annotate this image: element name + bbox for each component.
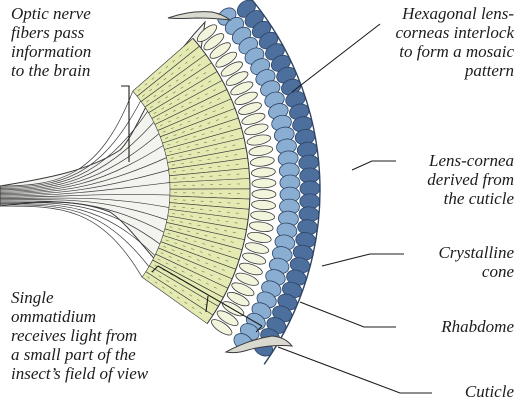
hexagonal-label-line-2: corneas interlock xyxy=(396,23,515,42)
optic-nerve-label-line-3: information xyxy=(11,42,91,61)
crystalline-cone-cell xyxy=(252,178,276,188)
ommatidium-label-line-1: Single xyxy=(11,288,148,307)
lens-cornea-label-line-2: derived from xyxy=(427,170,514,189)
optic-nerve-label: Optic nerve fibers pass information to t… xyxy=(11,4,91,80)
ommatidium-label-line-5: insect’s field of view xyxy=(11,364,148,383)
crystalline-cone-cell xyxy=(251,200,276,211)
crystalline-cone-cell xyxy=(248,144,273,157)
crystalline-cone-label-line-1: Crystalline xyxy=(438,243,514,262)
ommatidium-label: Single ommatidium receives light from a … xyxy=(11,288,148,383)
crystalline-cone-cell xyxy=(251,167,276,178)
lens-cornea-label: Lens-cornea derived from the cuticle xyxy=(427,151,514,208)
cuticle-label: Cuticle xyxy=(465,382,514,401)
ommatidium-label-line-2: ommatidium xyxy=(11,307,148,326)
rhabdome-label: Rhabdome xyxy=(441,317,514,336)
leader-lens-cornea xyxy=(352,161,396,170)
ommatidium-label-line-4: a small part of the xyxy=(11,345,148,364)
crystalline-cone-label: Crystalline cone xyxy=(438,243,514,281)
crystalline-cone-cell xyxy=(249,220,274,233)
crystalline-cone-cell xyxy=(250,210,275,222)
leader-hexagonal xyxy=(292,24,380,92)
hexagonal-label-line-3: to form a mosaic xyxy=(396,42,515,61)
leader-crystalline-cone xyxy=(322,254,404,266)
hexagonal-lens-label: Hexagonal lens- corneas interlock to for… xyxy=(396,4,515,80)
lens-cornea-label-line-3: the cuticle xyxy=(427,189,514,208)
hexagonal-label-line-4: pattern xyxy=(396,61,515,80)
crystalline-cone-label-line-2: cone xyxy=(438,262,514,281)
cuticle-label-line-1: Cuticle xyxy=(465,382,514,401)
lens-cornea-label-line-1: Lens-cornea xyxy=(427,151,514,170)
crystalline-cone-cell xyxy=(250,156,275,168)
rhabdome-label-line-1: Rhabdome xyxy=(441,317,514,336)
crystalline-cone-cell xyxy=(252,189,276,199)
leader-rhabdome xyxy=(300,302,396,327)
leader-cuticle xyxy=(278,347,432,393)
hexagonal-label-line-1: Hexagonal lens- xyxy=(396,4,515,23)
crystalline-cone-cell xyxy=(247,231,272,245)
optic-nerve-label-line-2: fibers pass xyxy=(11,23,91,42)
optic-nerve-label-line-4: to the brain xyxy=(11,61,91,80)
optic-nerve-label-line-1: Optic nerve xyxy=(11,4,91,23)
ommatidium-label-line-3: receives light from xyxy=(11,326,148,345)
